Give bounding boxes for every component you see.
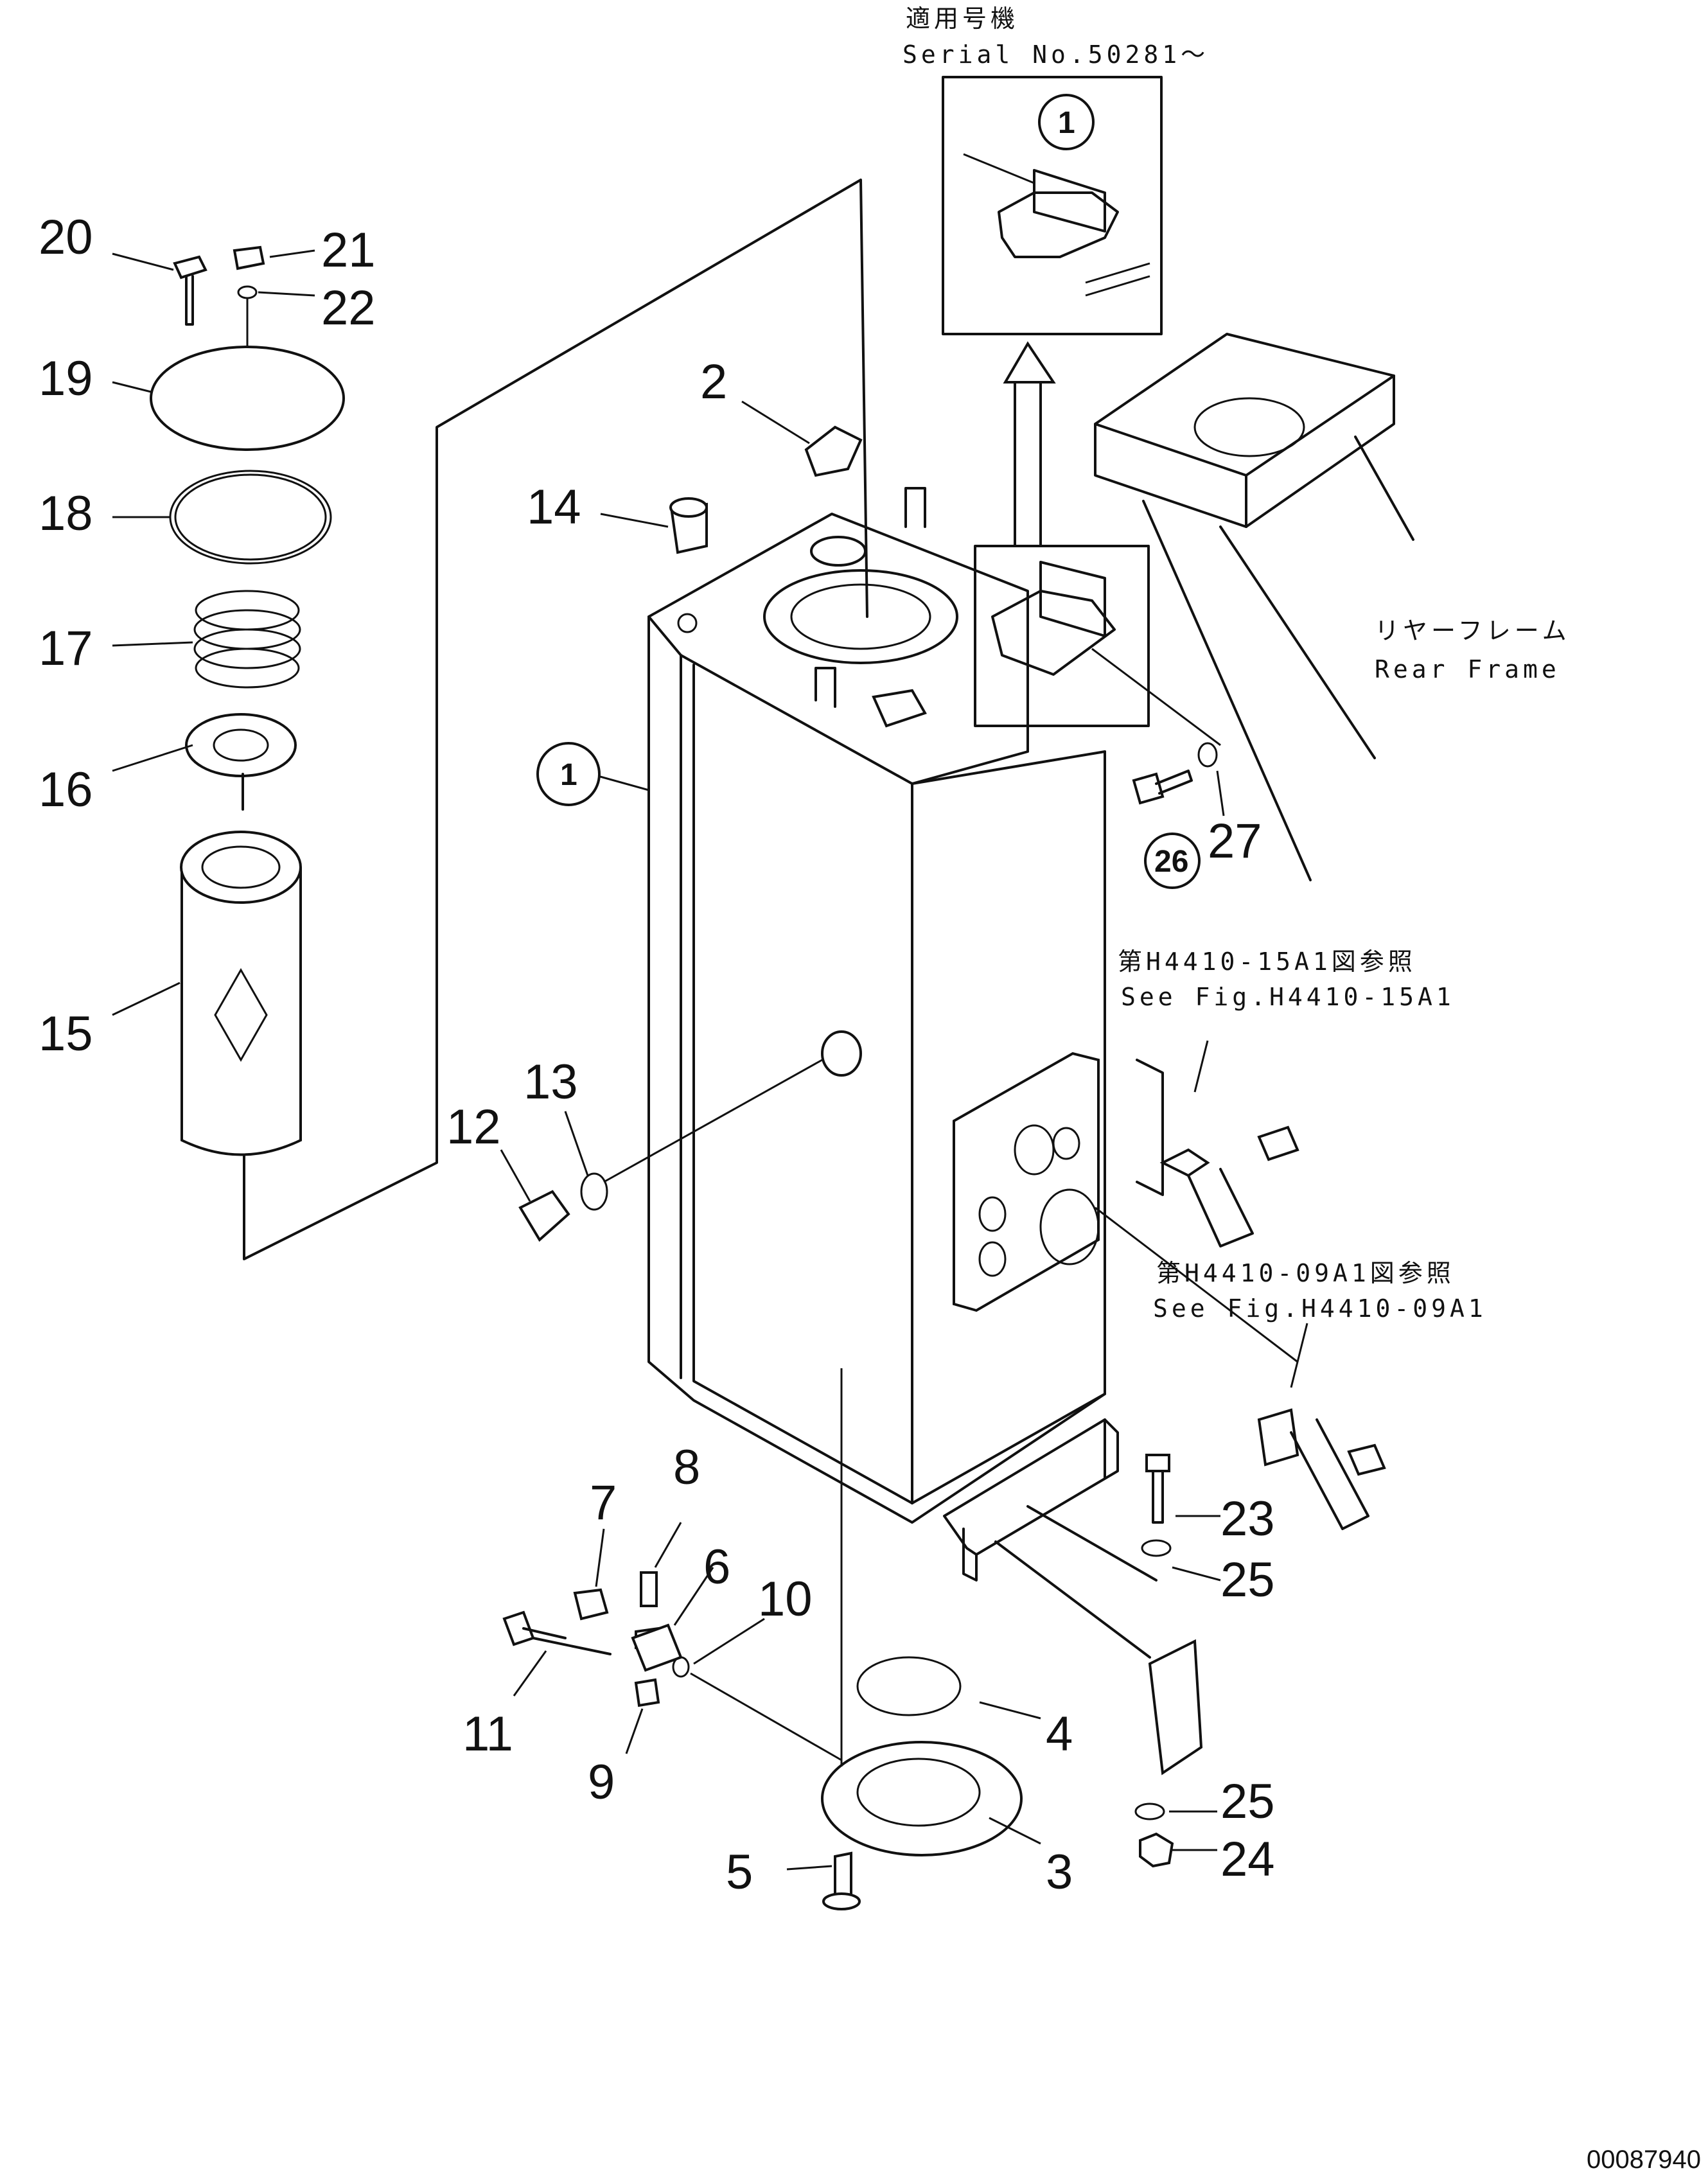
ref1-en: See Fig.H4410-15A1 [1121,983,1455,1011]
callout-25-upper: 25 [1220,1553,1275,1607]
callout-27: 27 [1208,814,1262,868]
callout-4: 4 [1046,1707,1073,1761]
callout-18: 18 [39,486,93,541]
callout-12: 12 [446,1100,501,1154]
applicable-serial-jp: 適用号機 [906,4,1019,33]
callout-14: 14 [527,480,581,534]
callout-7: 7 [590,1476,617,1530]
callout-8: 8 [673,1440,700,1495]
callout-6: 6 [703,1540,730,1594]
callout-13: 13 [524,1055,578,1109]
callout-20: 20 [39,210,93,265]
callout-1-inset [1038,94,1095,150]
document-id: 00087940 [1587,2146,1701,2174]
callout-5: 5 [726,1845,753,1899]
small-parts: 26 [500,400,1221,1910]
callout-26 [1144,833,1201,889]
callout-3: 3 [1046,1845,1073,1899]
callout-1-tank-label: 1 [560,758,577,792]
callout-9: 9 [588,1755,615,1810]
callout-22: 22 [321,281,376,335]
inset-detail: 1 [942,76,1163,335]
callout-10: 10 [758,1572,813,1626]
callout-25-lower: 25 [1220,1774,1275,1829]
mount-bracket-detail [974,545,1221,746]
callout-17: 17 [39,621,93,676]
callout-21: 21 [321,223,376,278]
ref1-jp: 第H4410-15A1図参照 [1118,947,1416,976]
rear-frame-jp: リヤーフレーム [1375,617,1571,645]
rear-frame-en: Rear Frame [1375,655,1560,683]
rear-frame: リヤーフレーム Rear Frame [1094,333,1571,881]
ref2-jp: 第H4410-09A1図参照 [1156,1259,1455,1287]
callout-23: 23 [1220,1492,1275,1546]
detail-arrow [1003,341,1056,547]
callout-19: 19 [39,351,93,406]
hydraulic-tank: 1 [536,487,1158,1659]
callout-1-inset-label: 1 [1058,106,1075,140]
pipe-reference-2: 第H4410-09A1図参照 See Fig.H4410-09A1 [1095,1206,1487,1530]
callout-2: 2 [700,355,727,409]
ref2-en: See Fig.H4410-09A1 [1153,1294,1487,1323]
pipe-reference-1: 第H4410-15A1図参照 See Fig.H4410-15A1 [1118,947,1455,1247]
callout-15: 15 [39,1007,93,1061]
callout-labels: 2 3 4 5 6 7 8 9 10 11 12 13 14 15 16 17 … [39,210,1275,1899]
filter-assembly [150,179,868,1260]
callout-24: 24 [1220,1832,1275,1887]
callout-1-tank [536,742,601,806]
callout-11: 11 [462,1707,513,1761]
callout-16: 16 [39,762,93,817]
serial-number-note: Serial No.50281～ [902,40,1209,69]
callout-26-label: 26 [1154,845,1188,879]
